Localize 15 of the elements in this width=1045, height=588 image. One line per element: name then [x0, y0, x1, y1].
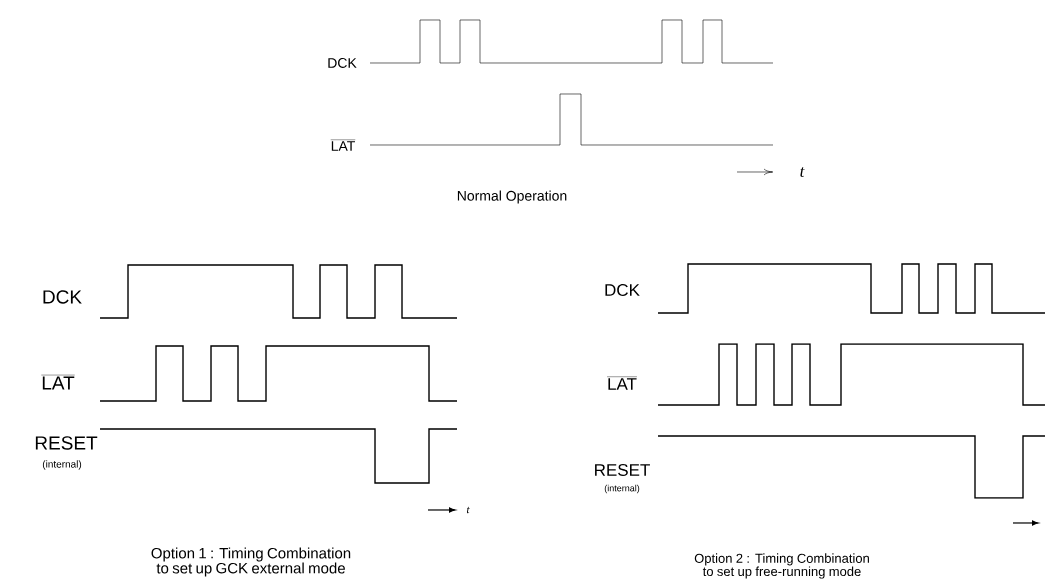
signal-label: LAT	[606, 376, 638, 390]
signal-label: RESET	[595, 463, 650, 476]
signal-label: LAT	[41, 374, 75, 390]
figure-caption: Option 1 : Timing Combination to set up GCK external mode	[151, 547, 351, 577]
axis-label: t	[466, 506, 470, 514]
signal-note: (internal)	[604, 484, 640, 494]
figure-caption: Option 2 : Timing Combination to set up free-running mode	[694, 553, 869, 579]
axis-label: t	[800, 167, 805, 177]
signal-label: RESET	[35, 436, 98, 450]
signal-label: DCK	[328, 58, 357, 68]
signal-label: DCK	[43, 290, 82, 304]
signal-note: (internal)	[42, 460, 82, 470]
signal-label: LAT	[330, 139, 356, 151]
signal-label: DCK	[605, 283, 640, 296]
figure-caption: Normal Operation	[457, 190, 567, 204]
